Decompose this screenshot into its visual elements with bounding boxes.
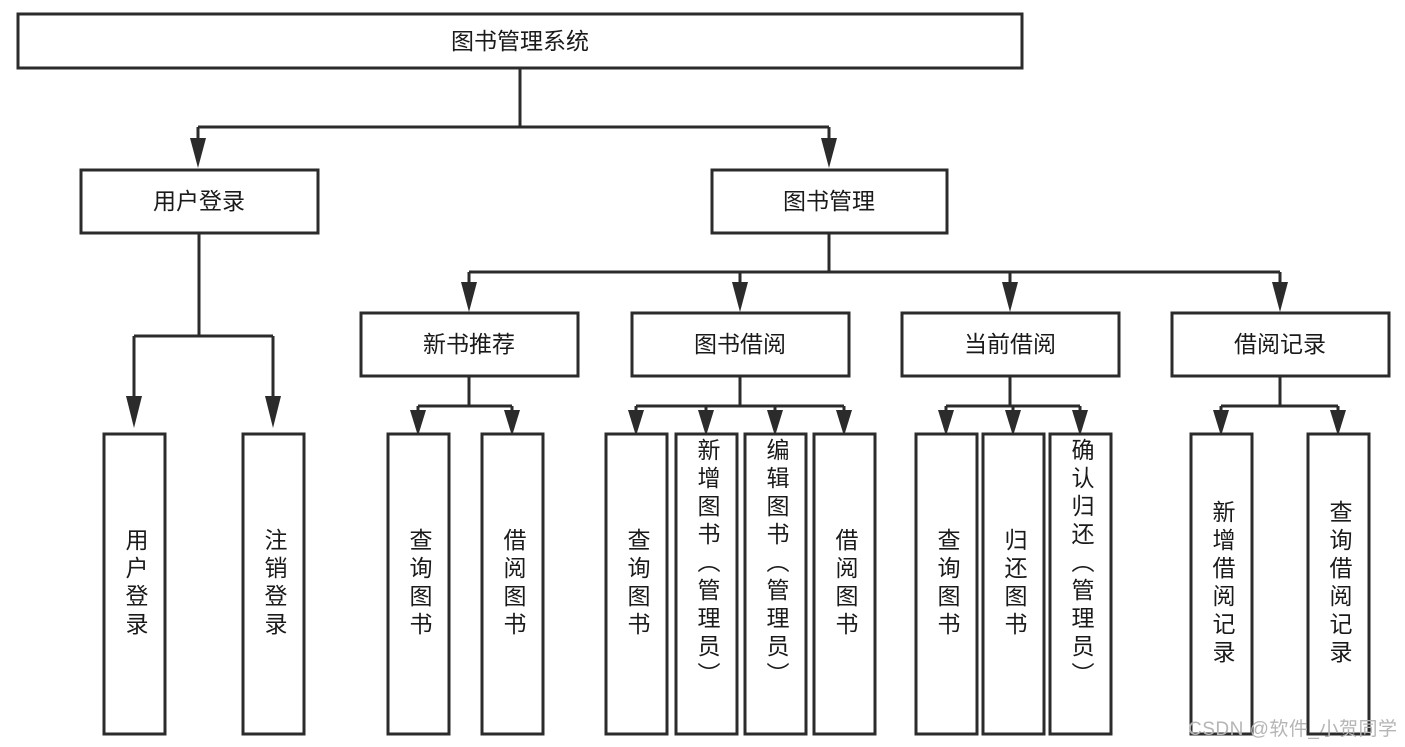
arrow-book-manage-to-current-borrow (1002, 282, 1018, 312)
arrow-current-borrow-leaf-3 (1072, 410, 1088, 436)
node-book-borrow-label: 图书借阅 (694, 331, 786, 357)
node-book-borrow[interactable] (630, 311, 851, 378)
edge-layer (126, 68, 1346, 436)
leaf-user-login-logout[interactable] (241, 432, 306, 736)
node-layer: 图书管理系统 用户登录 图书管理 新书推荐 图书借阅 当前借阅 借阅记录 (16, 12, 1391, 736)
leaf-new-book-borrow[interactable] (480, 432, 545, 736)
leaf-current-borrow-confirm[interactable] (1048, 432, 1113, 736)
arrow-user-login-leaf-1 (126, 396, 142, 428)
arrow-book-borrow-leaf-4 (836, 410, 852, 436)
arrow-book-manage-to-borrow-record (1272, 282, 1288, 312)
arrow-current-borrow-leaf-1 (938, 410, 954, 436)
node-user-login[interactable] (79, 168, 320, 235)
leaf-borrow-record-query[interactable] (1306, 432, 1371, 736)
arrow-book-borrow-leaf-2 (698, 410, 714, 436)
arrow-new-book-leaf-2 (504, 410, 520, 436)
arrow-borrow-record-leaf-1 (1213, 410, 1229, 436)
node-borrow-record-label: 借阅记录 (1234, 331, 1326, 357)
leaf-new-book-query[interactable] (386, 432, 451, 736)
csdn-watermark: CSDN @软件_小贺同学 (1188, 719, 1398, 740)
node-user-login-label: 用户登录 (153, 188, 245, 214)
arrow-book-manage-to-new-book (461, 282, 477, 312)
node-borrow-record[interactable] (1170, 311, 1391, 378)
arrow-user-login-leaf-2 (265, 396, 281, 428)
leaf-book-borrow-query[interactable] (604, 432, 669, 736)
leaf-current-borrow-return[interactable] (981, 432, 1046, 736)
arrow-book-borrow-leaf-3 (767, 410, 783, 436)
leaf-borrow-record-add[interactable] (1189, 432, 1254, 736)
node-book-management-label: 图书管理 (783, 188, 875, 214)
arrow-borrow-record-leaf-2 (1330, 410, 1346, 436)
node-root-label: 图书管理系统 (451, 28, 589, 54)
arrow-new-book-leaf-1 (410, 410, 426, 436)
leaf-user-login-login[interactable] (102, 432, 167, 736)
node-new-book-recommend[interactable] (359, 311, 580, 378)
arrow-current-borrow-leaf-2 (1005, 410, 1021, 436)
arrow-book-borrow-leaf-1 (628, 410, 644, 436)
node-root-book-management-system[interactable] (16, 12, 1024, 70)
leaf-book-borrow-edit[interactable] (743, 432, 808, 736)
arrow-root-to-user-login (190, 138, 206, 168)
node-book-management[interactable] (710, 168, 949, 235)
node-current-borrow[interactable] (900, 311, 1121, 378)
node-current-borrow-label: 当前借阅 (964, 331, 1056, 357)
arrow-root-to-book-manage (821, 138, 837, 168)
leaf-current-borrow-query[interactable] (914, 432, 979, 736)
arrow-book-manage-to-book-borrow (732, 282, 748, 312)
leaf-book-borrow-lend[interactable] (812, 432, 877, 736)
leaf-book-borrow-add[interactable] (674, 432, 739, 736)
node-new-book-recommend-label: 新书推荐 (423, 331, 515, 357)
